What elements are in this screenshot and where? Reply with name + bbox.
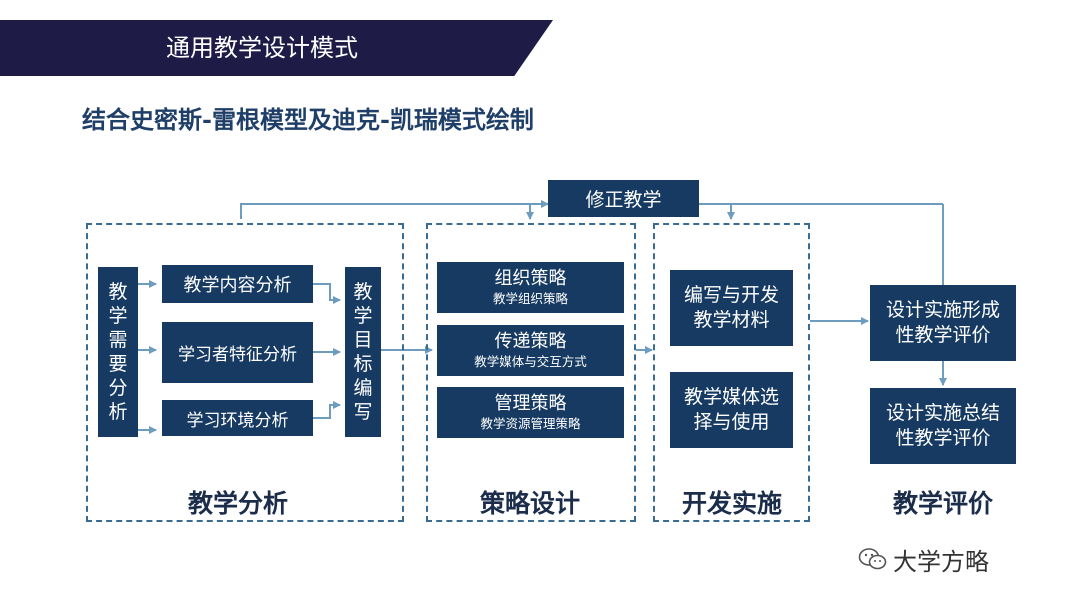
environment-analysis-box: 学习环境分析 bbox=[162, 400, 313, 436]
revise-teaching-box: 修正教学 bbox=[548, 180, 699, 217]
strategy-section-label: 策略设计 bbox=[479, 489, 581, 518]
evaluation-section-label: 教学评价 bbox=[892, 489, 994, 518]
analysis-frame bbox=[86, 223, 404, 522]
organization-strategy-box: 组织策略 教学组织策略 bbox=[437, 262, 624, 313]
analysis-section-label: 教学分析 bbox=[187, 489, 289, 518]
content-analysis-box: 教学内容分析 bbox=[162, 265, 313, 303]
title-banner bbox=[0, 20, 553, 76]
delivery-strategy-box: 传递策略 教学媒体与交互方式 bbox=[437, 325, 624, 376]
watermark-text: 大学方略 bbox=[893, 548, 989, 576]
objectives-writing-box: 教 学 目 标 编 写 bbox=[345, 267, 381, 437]
revise-loop-arrow-analysis bbox=[240, 200, 549, 219]
development-frame bbox=[653, 223, 810, 522]
summative-evaluation-box: 设计实施总结 性教学评价 bbox=[870, 388, 1016, 464]
diagram-subtitle: 结合史密斯-雷根模型及迪克-凯瑞模式绘制 bbox=[82, 105, 534, 134]
formative-evaluation-box: 设计实施形成 性教学评价 bbox=[870, 285, 1016, 361]
develop-materials-box: 编写与开发 教学材料 bbox=[670, 270, 793, 346]
media-selection-box: 教学媒体选 择与使用 bbox=[670, 372, 793, 448]
strategy-frame bbox=[426, 223, 636, 522]
learning-needs-analysis-box: 教 学 需 要 分 析 bbox=[98, 267, 138, 437]
learner-analysis-box: 学习者特征分析 bbox=[162, 322, 313, 383]
page-title: 通用教学设计模式 bbox=[166, 34, 358, 62]
wechat-icon bbox=[858, 548, 887, 570]
management-strategy-box: 管理策略 教学资源管理策略 bbox=[437, 387, 624, 438]
development-section-label: 开发实施 bbox=[681, 489, 783, 518]
